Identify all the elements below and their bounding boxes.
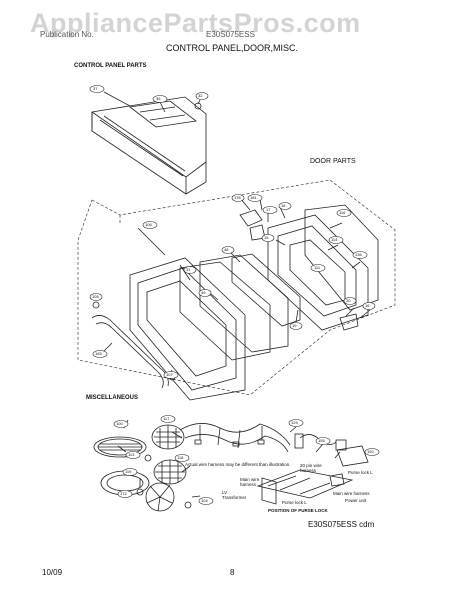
callout-100: 100 (116, 421, 123, 426)
callout-118: 118 (177, 455, 184, 460)
lv-transformer-note: LV Transformer (222, 490, 247, 500)
door-ajar-note: 20 pin wire harness (300, 463, 322, 473)
rack-drawing (151, 424, 185, 450)
callout-176: 176 (234, 195, 241, 200)
callout-152: 152 (367, 449, 374, 454)
door-hinge (339, 313, 359, 331)
callout-181: 181 (250, 195, 257, 200)
control-panel-drawing (91, 96, 207, 195)
harness-note: Actual wire harness may be different tha… (185, 462, 291, 467)
callout-117: 117 (163, 416, 170, 421)
grill-drawing (153, 459, 187, 485)
page-title: CONTROL PANEL,DOOR,MISC. (165, 43, 299, 53)
publication-label: Publication No. (40, 30, 94, 39)
screw (136, 488, 144, 496)
callout-172: 172 (120, 491, 127, 496)
callout-165: 165 (95, 351, 102, 356)
screw (144, 454, 152, 462)
callout-114: 114 (331, 237, 338, 242)
purse-lock-l-note: Purse lock L (348, 470, 373, 475)
main-wire-note: Main wire harness (240, 477, 260, 487)
door-hinge (239, 209, 266, 241)
inner-door-frame (267, 214, 369, 331)
callout-113: 113 (128, 452, 135, 457)
callout-104: 104 (201, 498, 208, 503)
door-section-title: DOOR PARTS (310, 158, 356, 165)
callout-111: 111 (314, 265, 321, 270)
revision-date: 10/09 (42, 568, 63, 577)
callout-15: 15 (264, 235, 269, 240)
door-gasket (304, 204, 379, 311)
callout-116: 116 (339, 210, 346, 215)
callout-35: 35 (156, 96, 161, 101)
callout-31: 31 (186, 267, 191, 272)
purse-lock-position-drawing (256, 469, 354, 505)
purse-lock-bracket (336, 445, 369, 467)
model-code: E30S075ESS cdm (308, 520, 375, 529)
fan-drawing (145, 482, 175, 512)
callout-37: 37 (93, 86, 98, 91)
callout-106: 106 (145, 222, 152, 227)
callout-17: 17 (266, 207, 271, 212)
glass-pane (199, 254, 289, 353)
glass-pane (179, 261, 271, 361)
control-panel-section-title: CONTROL PANEL PARTS (74, 63, 147, 69)
power-unit-note: Power unit (345, 498, 367, 503)
callout-19: 19 (292, 323, 297, 328)
model-header: E30S075ESS (206, 30, 255, 39)
wire-harness-drawing (179, 423, 291, 453)
misc-section-title: MISCELLANEOUS (86, 395, 139, 401)
callout-155: 155 (318, 438, 325, 443)
callout-105: 105 (92, 294, 99, 299)
callout-136: 136 (355, 252, 362, 257)
callout-119: 119 (125, 469, 132, 474)
main-wire2-note: Main wire harness (333, 491, 370, 496)
purse-lock-l2-note: Purse lock L (282, 500, 307, 505)
outer-door-drawing (129, 257, 246, 401)
door-handle (91, 301, 176, 389)
callout-107: 107 (166, 372, 173, 377)
page-number: 8 (230, 568, 235, 577)
callout-18: 18 (281, 203, 286, 208)
callout-16: 16 (365, 303, 370, 308)
purse-lock-position-note: POSITION OF PURSE LOCK (268, 508, 328, 513)
callout-125: 125 (291, 420, 298, 425)
callout-49: 49 (201, 290, 206, 295)
broil-pan-drawing (93, 436, 147, 458)
callout-48: 48 (224, 247, 229, 252)
glass-pane (231, 253, 301, 327)
callout-32: 32 (198, 93, 203, 98)
callout-20: 20 (346, 298, 351, 303)
screw (184, 501, 192, 509)
watermark: AppliancePartsPros.com (30, 8, 361, 38)
